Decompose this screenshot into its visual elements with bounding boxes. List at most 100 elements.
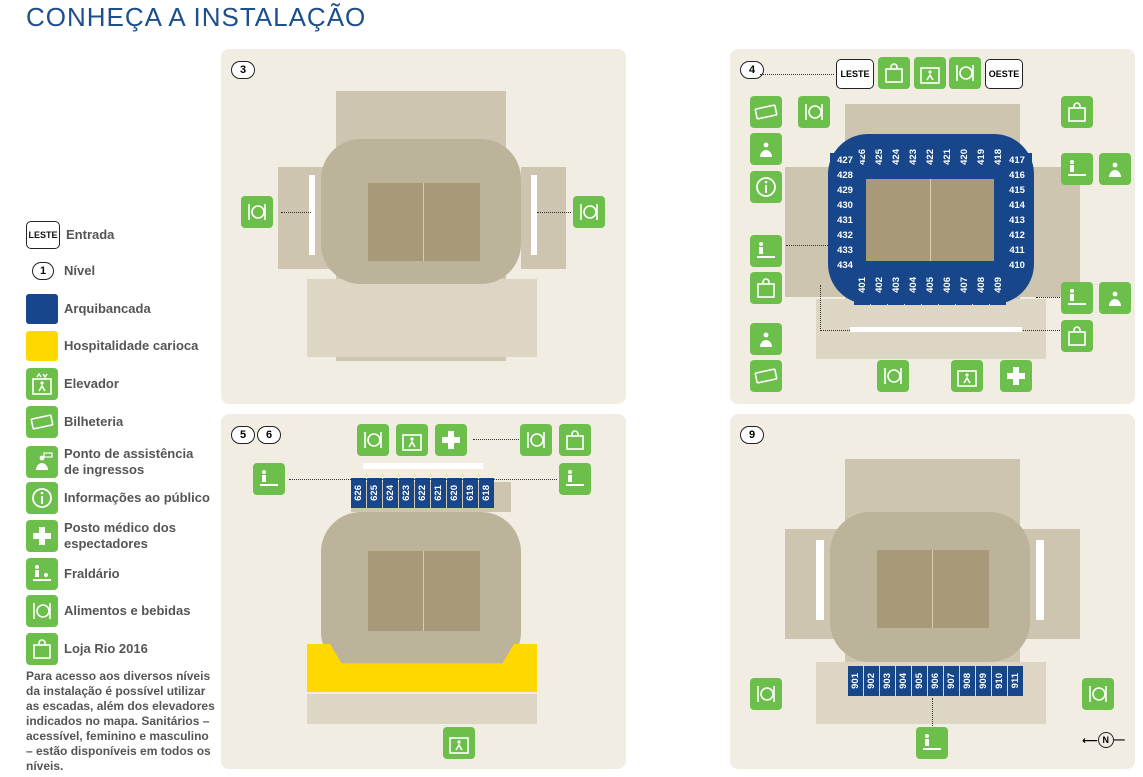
ticket-icon xyxy=(26,406,58,438)
legend-label: Fraldário xyxy=(64,566,120,581)
gate-marker xyxy=(816,540,824,620)
food-icon xyxy=(357,424,389,456)
baby-change-icon xyxy=(26,558,58,590)
legend-hospitalidade: Hospitalidade carioca xyxy=(26,331,198,361)
ticket-icon xyxy=(750,360,782,392)
section-401: 401 xyxy=(854,265,870,305)
section-618: 618 xyxy=(479,478,494,508)
section-417: 417 xyxy=(1002,153,1032,167)
section-412: 412 xyxy=(1002,228,1032,242)
section-424: 424 xyxy=(888,137,904,177)
field-line xyxy=(930,179,931,261)
legend-label: Ponto de assistência de ingressos xyxy=(64,446,194,477)
baby-change-icon xyxy=(916,727,948,759)
section-619: 619 xyxy=(463,478,478,508)
page-title: CONHEÇA A INSTALAÇÃO xyxy=(26,2,367,32)
compass: ⟵ N — xyxy=(1082,732,1125,748)
elevator-icon xyxy=(951,360,983,392)
medical-cross-icon xyxy=(26,520,58,552)
info-icon xyxy=(750,171,782,203)
section-626: 626 xyxy=(351,478,366,508)
legend-label: Elevador xyxy=(64,376,119,391)
section-624: 624 xyxy=(383,478,398,508)
legend-label: Hospitalidade carioca xyxy=(64,338,199,353)
section-428: 428 xyxy=(830,168,860,182)
level-badge: 4 xyxy=(740,61,764,79)
legend-posto-medico: Posto médico dos espectadores xyxy=(26,520,184,552)
path-line xyxy=(537,212,571,213)
ticket-assistance-icon xyxy=(26,446,58,478)
ticket-assistance-icon xyxy=(1099,153,1131,185)
section-422: 422 xyxy=(922,137,938,177)
legend-entrada: LESTE Entrada xyxy=(26,221,114,249)
gate-marker xyxy=(363,463,483,469)
section-905: 905 xyxy=(912,666,927,696)
legend-elevador: Elevador xyxy=(26,368,119,400)
food-icon xyxy=(241,196,273,228)
section-430: 430 xyxy=(830,198,860,212)
section-908: 908 xyxy=(960,666,975,696)
elevator-icon xyxy=(396,424,428,456)
section-431: 431 xyxy=(830,213,860,227)
ticket-assistance-icon xyxy=(750,323,782,355)
entrance-badge: LESTE xyxy=(26,221,60,249)
legend-label: Bilheteria xyxy=(64,414,124,429)
path-line xyxy=(281,212,311,213)
legend-label: Entrada xyxy=(66,227,115,242)
legend-loja: Loja Rio 2016 xyxy=(26,633,148,665)
elevator-icon xyxy=(914,57,946,89)
section-420: 420 xyxy=(956,137,972,177)
section-405: 405 xyxy=(922,265,938,305)
path-line xyxy=(820,285,821,331)
section-403: 403 xyxy=(888,265,904,305)
hospitalidade-swatch xyxy=(26,331,58,361)
food-icon xyxy=(750,678,782,710)
path-line xyxy=(760,74,834,75)
section-622: 622 xyxy=(415,478,430,508)
section-416: 416 xyxy=(1002,168,1032,182)
section-413: 413 xyxy=(1002,213,1032,227)
field-line xyxy=(423,551,424,631)
section-409: 409 xyxy=(990,265,1006,305)
food-icon xyxy=(520,424,552,456)
legend-bilheteria: Bilheteria xyxy=(26,406,123,438)
legend-arquibancada: Arquibancada xyxy=(26,294,151,324)
shop-bag-icon xyxy=(750,272,782,304)
stadium-lower xyxy=(307,279,537,357)
path-line xyxy=(786,245,828,246)
section-910: 910 xyxy=(992,666,1007,696)
food-icon xyxy=(573,196,605,228)
section-411: 411 xyxy=(1002,243,1032,257)
legend-nivel: 1 Nível xyxy=(26,262,95,280)
food-icon xyxy=(1082,678,1114,710)
compass-north: N xyxy=(1097,732,1114,748)
level-badge: 3 xyxy=(231,61,255,79)
gate-marker xyxy=(1036,540,1044,620)
section-625: 625 xyxy=(367,478,382,508)
shop-bag-icon xyxy=(878,57,910,89)
section-621: 621 xyxy=(431,478,446,508)
legend-label: Posto médico dos espectadores xyxy=(64,520,176,551)
level-badge: 5 xyxy=(231,426,255,444)
stadium-lower xyxy=(307,694,537,724)
ticket-assistance-icon xyxy=(1099,282,1131,314)
field-line xyxy=(423,183,424,261)
field xyxy=(877,550,989,628)
legend-label: Informações ao público xyxy=(64,490,210,505)
gate-leste: LESTE xyxy=(836,59,874,89)
section-415: 415 xyxy=(1002,183,1032,197)
field xyxy=(368,183,480,261)
section-906: 906 xyxy=(928,666,943,696)
medical-cross-icon xyxy=(1000,360,1032,392)
section-911: 911 xyxy=(1008,666,1023,696)
section-909: 909 xyxy=(976,666,991,696)
shop-bag-icon xyxy=(1061,96,1093,128)
section-414: 414 xyxy=(1002,198,1032,212)
elevator-icon xyxy=(26,368,58,400)
baby-change-icon xyxy=(253,463,285,495)
panel-level-3: 3 xyxy=(221,49,626,404)
section-407: 407 xyxy=(956,265,972,305)
